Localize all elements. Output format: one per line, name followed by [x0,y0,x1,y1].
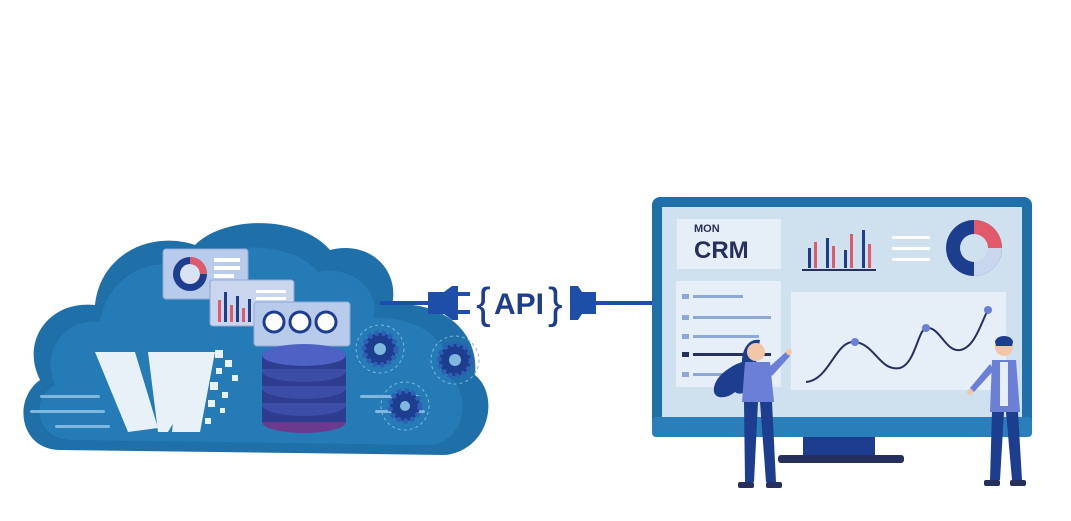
gear-icon [355,324,405,374]
plug-icon [380,286,470,320]
line-chart-icon [791,292,1006,390]
man-figure [967,336,1026,486]
api-brace-right: } [548,279,563,328]
bar-chart-icon [802,230,876,271]
crm-title-panel [677,219,781,269]
database-icon [262,344,346,433]
crm-small-label: MON [694,223,720,235]
gear-icon [430,335,480,385]
api-brace-left: { [476,279,491,328]
crm-big-label: CRM [694,237,749,264]
dashboard-card-gauges [253,301,351,347]
brand-logo [95,350,238,432]
woman-figure [713,339,792,488]
donut-chart-icon [946,220,1002,276]
socket-icon [570,286,655,320]
screen-legend [892,236,930,261]
api-label: API [494,288,544,321]
gear-icon [380,381,430,431]
